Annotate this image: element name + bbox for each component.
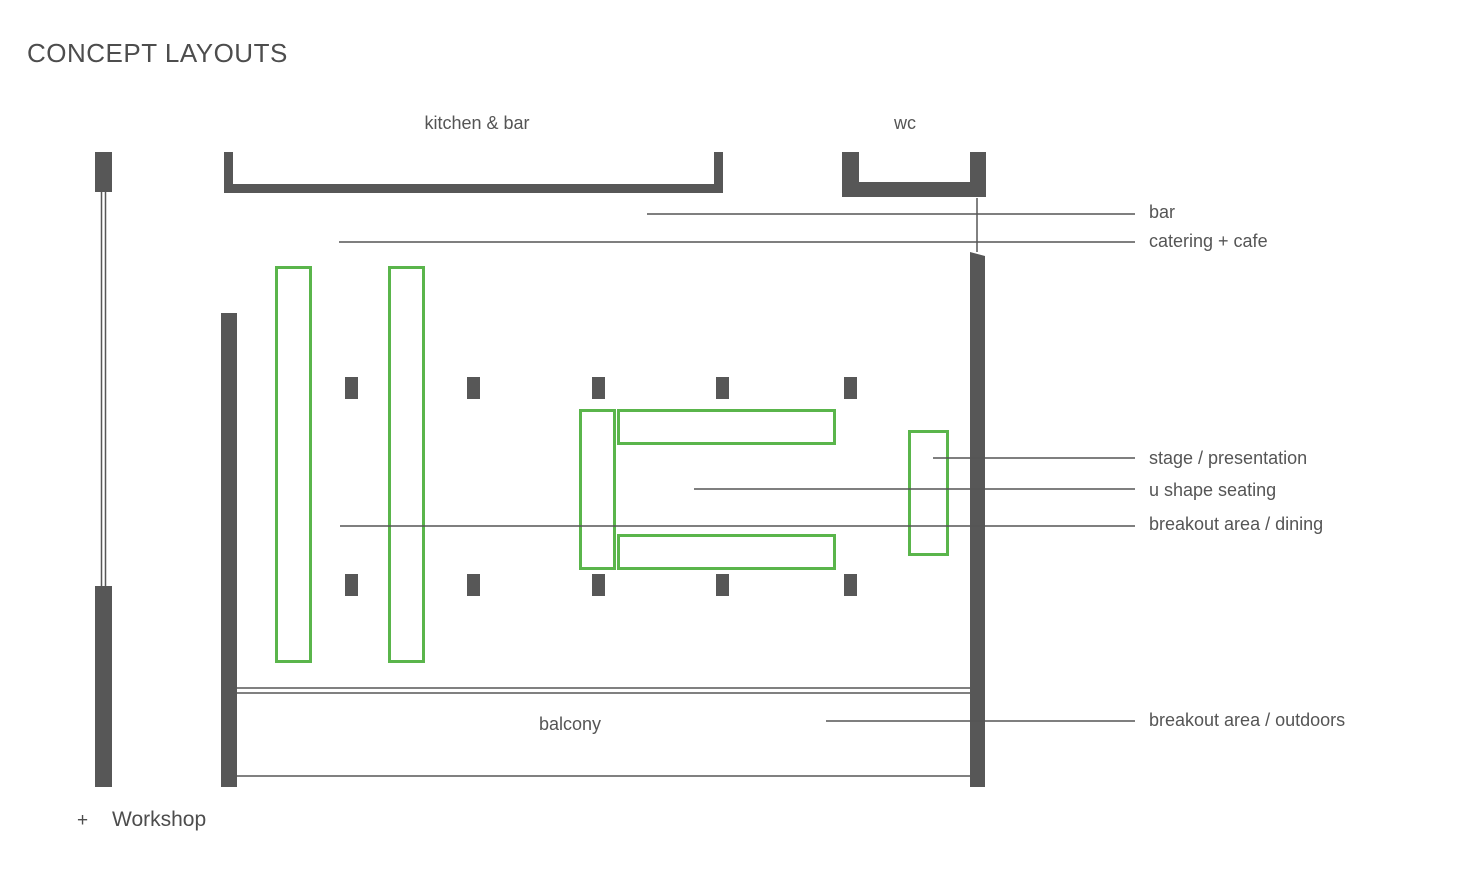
stage-platform xyxy=(908,430,949,556)
u-seating-side xyxy=(579,409,616,570)
long-table-1 xyxy=(275,266,312,663)
room-right-wall xyxy=(970,252,985,787)
room-left-wall xyxy=(221,313,237,787)
callout-leader-lines xyxy=(339,213,1135,722)
callout-breakout-dining-label: breakout area / dining xyxy=(1149,514,1323,534)
column xyxy=(716,574,729,596)
column xyxy=(844,377,857,399)
column xyxy=(345,377,358,399)
column xyxy=(345,574,358,596)
plus-icon: + xyxy=(77,810,89,831)
callout-stage-presentation-label: stage / presentation xyxy=(1149,448,1307,468)
long-table-2 xyxy=(388,266,425,663)
structural-columns xyxy=(345,377,857,596)
column xyxy=(467,574,480,596)
column xyxy=(592,574,605,596)
u-seating-top xyxy=(617,409,836,445)
column xyxy=(592,377,605,399)
u-seating-bottom xyxy=(617,534,836,570)
column xyxy=(467,377,480,399)
page-title: CONCEPT LAYOUTS xyxy=(27,38,288,68)
callout-catering-cafe-label: catering + cafe xyxy=(1149,231,1268,251)
callout-u-shape-seating-label: u shape seating xyxy=(1149,480,1276,500)
kitchen-bar-label: kitchen & bar xyxy=(424,113,529,133)
balcony-label: balcony xyxy=(539,714,601,734)
callout-breakout-outdoors-label: breakout area / outdoors xyxy=(1149,710,1345,730)
workshop-label: Workshop xyxy=(112,808,207,831)
column xyxy=(716,377,729,399)
wc-wall xyxy=(842,152,986,197)
balcony-edges xyxy=(237,687,970,777)
callout-bar-label: bar xyxy=(1149,202,1175,222)
column xyxy=(844,574,857,596)
wc-label: wc xyxy=(893,113,916,133)
furniture-layout xyxy=(275,266,949,663)
left-window-wall xyxy=(95,152,112,787)
kitchen-bar-wall xyxy=(224,152,723,193)
workshop-footer: + Workshop xyxy=(77,808,206,832)
